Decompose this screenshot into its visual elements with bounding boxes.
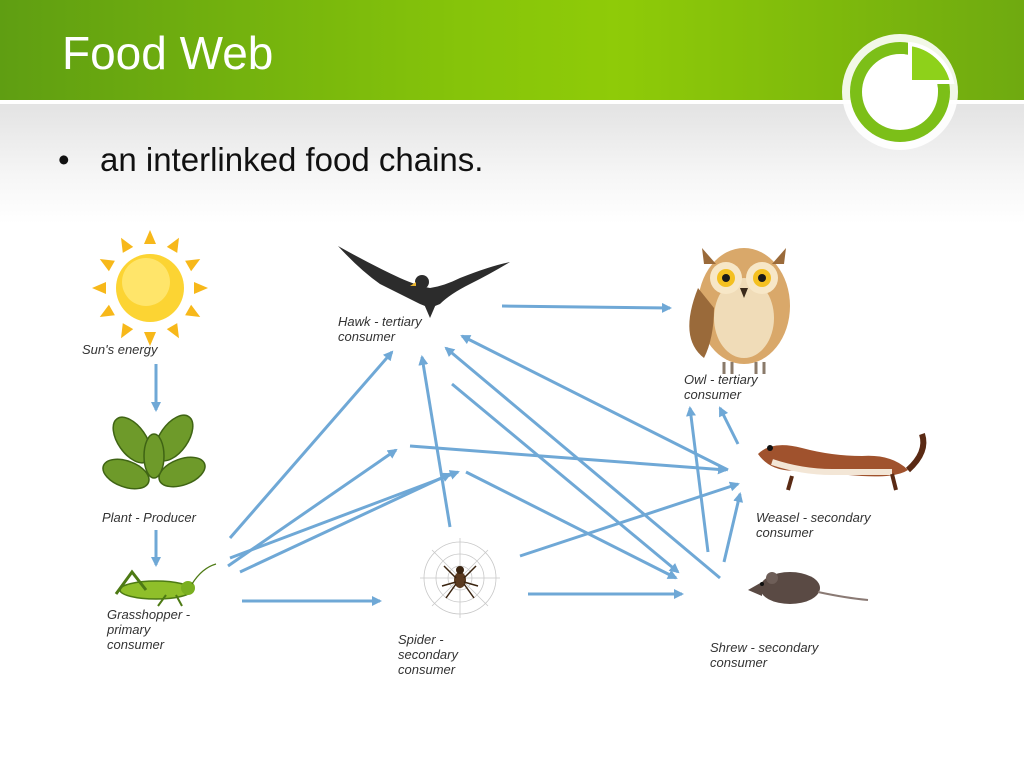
weasel-icon — [758, 433, 927, 491]
arrow-hawk-shrew — [451, 382, 680, 574]
grasshopper-label: Grasshopper - primary consumer — [107, 607, 191, 652]
arrow-shrew-weasel — [722, 492, 744, 563]
spider-icon — [420, 538, 500, 618]
hawk-icon — [338, 246, 510, 318]
plant-label: Plant - Producer — [102, 510, 196, 525]
shrew-label: Shrew - secondary consumer — [710, 640, 819, 670]
grasshopper-icon — [114, 563, 217, 607]
arrow-grasshopper-weasel-2 — [409, 444, 728, 475]
arrow-grasshopper-weasel — [239, 472, 452, 574]
hawk-label: Hawk - tertiary consumer — [338, 314, 422, 344]
bullet-item: • an interlinked food chains. — [58, 141, 484, 178]
bullet-dot: • — [58, 141, 70, 178]
arrow-weasel-hawk — [460, 334, 729, 472]
spider-label: Spider - secondary consumer — [398, 632, 458, 677]
pie-logo-icon — [842, 34, 958, 150]
arrow-spider-to-shrew — [465, 470, 678, 580]
arrow-weasel-owl — [718, 406, 740, 445]
arrow-shrew-hawk — [444, 346, 721, 580]
arrow-plant-spider — [229, 470, 460, 560]
arrow-plant-hawk — [228, 350, 394, 539]
owl-icon — [689, 248, 790, 374]
sun-icon — [92, 230, 208, 346]
owl-label: Owl - tertiary consumer — [684, 372, 758, 402]
food-web-arrows — [92, 230, 927, 618]
header-divider — [0, 100, 1024, 104]
bullet-text: an interlinked food chains. — [100, 141, 484, 178]
arrow-shrew-owl — [686, 406, 710, 553]
sun-label: Sun's energy — [82, 342, 158, 357]
shrew-icon — [748, 572, 869, 604]
arrow-grasshopper-hawk — [227, 448, 398, 568]
arrow-hawk-owl — [501, 302, 672, 313]
food-web-diagram: Sun's energy Plant - Producer Grasshoppe… — [50, 222, 972, 708]
arrow-spider-hawk — [418, 355, 452, 528]
weasel-label: Weasel - secondary consumer — [756, 510, 871, 540]
plant-icon — [102, 414, 206, 490]
slide-title: Food Web — [62, 27, 274, 79]
